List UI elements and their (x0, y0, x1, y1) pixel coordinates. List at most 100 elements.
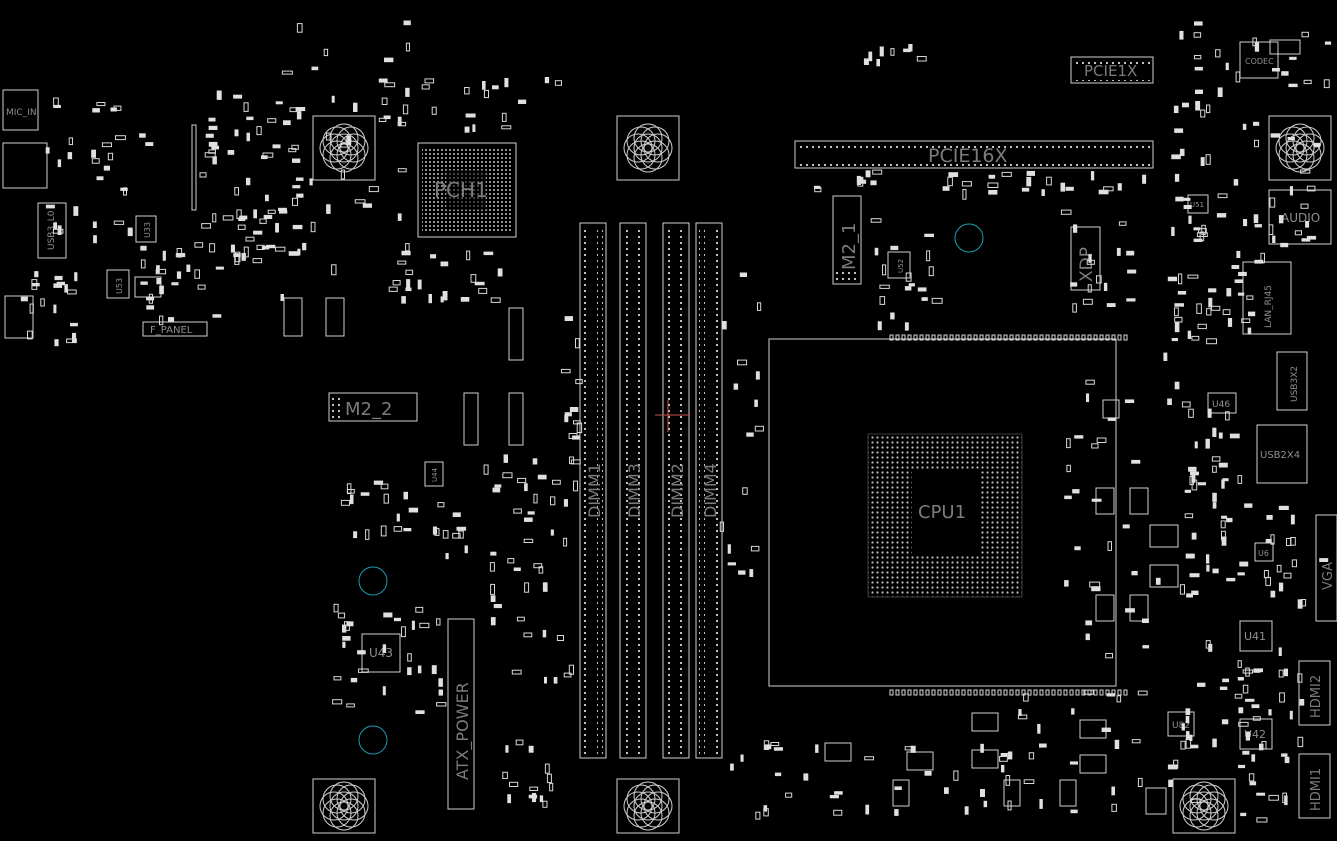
smd-pad (1206, 308, 1212, 316)
smd-pad (1026, 176, 1032, 187)
smd-pad (1248, 311, 1256, 317)
smd-pad (501, 125, 512, 130)
smd-pad (212, 156, 217, 165)
smd-pad (267, 209, 276, 214)
smd-pad (1221, 515, 1228, 519)
smd-pad (1245, 667, 1250, 677)
smd-pad (261, 245, 270, 250)
smd-pad (1191, 744, 1199, 749)
smd-pad (501, 112, 507, 122)
smd-pad (1220, 520, 1226, 529)
smd-pad (103, 165, 110, 171)
smd-pad (253, 230, 263, 235)
smd-pad (1188, 215, 1192, 224)
smd-pad (1023, 779, 1035, 784)
smd-pad (1240, 812, 1247, 817)
smd-pad (1226, 517, 1233, 523)
smd-pad (1185, 738, 1192, 749)
smd-pad (415, 710, 425, 714)
smd-pad (246, 116, 254, 121)
smd-pad (1279, 692, 1285, 703)
smd-pad (1186, 593, 1193, 598)
svg-text:M2_1: M2_1 (839, 223, 860, 270)
smd-pad (829, 795, 839, 799)
xdp-header: XDP (1070, 226, 1101, 291)
smd-pad (460, 297, 470, 302)
smd-pad (964, 806, 969, 815)
smd-pad (1111, 689, 1116, 696)
smd-pad (283, 120, 291, 126)
smd-pad (497, 268, 503, 277)
smd-pad (1037, 723, 1041, 734)
smd-pad (107, 152, 114, 161)
smd-pad (988, 190, 998, 195)
smd-pad (1174, 316, 1183, 323)
smd-pad (544, 77, 550, 84)
smd-pad (392, 280, 401, 286)
smd-pad (917, 287, 927, 292)
smd-pad (924, 233, 934, 237)
smd-pad (353, 102, 358, 112)
smd-pad (1195, 89, 1203, 94)
smd-pad (1324, 41, 1332, 45)
small-chip (906, 751, 934, 771)
f-panel-header: F_PANEL (142, 321, 208, 337)
smd-pad (1212, 502, 1217, 509)
smd-pad (1116, 247, 1121, 256)
smd-pad (1219, 686, 1228, 690)
smd-pad (1226, 577, 1236, 582)
smd-pad (1288, 83, 1298, 88)
svg-text:PCIE16X: PCIE16X (928, 145, 1008, 167)
smd-pad (1111, 803, 1117, 812)
smd-pad (563, 537, 568, 547)
smd-pad (325, 132, 332, 141)
smd-pad (1212, 738, 1217, 748)
svg-text:U53: U53 (115, 278, 124, 294)
small-chip (1145, 787, 1167, 815)
smd-pad (803, 773, 809, 781)
smd-pad (323, 48, 329, 57)
atx-power-connector: ATX_POWER (447, 618, 475, 810)
chip-u33: U33 (135, 215, 157, 243)
smd-pad (979, 689, 984, 696)
smd-pad (53, 283, 63, 288)
svg-text:U6: U6 (1258, 549, 1269, 558)
smd-pad (388, 286, 398, 292)
smd-pad (542, 800, 548, 808)
smd-pad (1193, 227, 1201, 231)
smd-pad (272, 144, 281, 149)
smd-pad (405, 87, 410, 97)
smd-pad (1261, 741, 1267, 750)
smd-pad (1253, 121, 1260, 126)
smd-pad (274, 246, 286, 252)
smd-pad (492, 487, 501, 493)
smd-pad (1018, 709, 1022, 716)
smd-pad (985, 689, 990, 696)
smd-pad (346, 703, 355, 708)
smd-pad (1297, 599, 1303, 609)
smd-pad (1142, 174, 1147, 184)
smd-pad (944, 787, 949, 794)
smd-pad (1125, 608, 1135, 613)
smd-pad (1085, 379, 1095, 385)
smd-pad (1142, 645, 1150, 649)
smd-pad (757, 302, 762, 311)
smd-pad (1212, 427, 1217, 437)
smd-pad (1026, 170, 1035, 176)
smd-pad (1306, 235, 1317, 240)
smd-pad (1197, 323, 1207, 330)
smd-pad (490, 617, 496, 626)
svg-text:AUDIO: AUDIO (1281, 211, 1320, 225)
small-chip (1003, 779, 1021, 807)
smd-pad (1294, 230, 1303, 236)
smd-pad (237, 224, 246, 230)
smd-pad (1103, 282, 1108, 291)
smd-pad (737, 359, 748, 366)
smd-pad (483, 251, 494, 256)
smd-pad (393, 617, 401, 622)
smd-pad (490, 583, 496, 595)
smd-pad (199, 172, 207, 178)
smd-pad (295, 107, 306, 112)
smd-pad (1193, 238, 1203, 242)
smd-pad (528, 794, 538, 799)
